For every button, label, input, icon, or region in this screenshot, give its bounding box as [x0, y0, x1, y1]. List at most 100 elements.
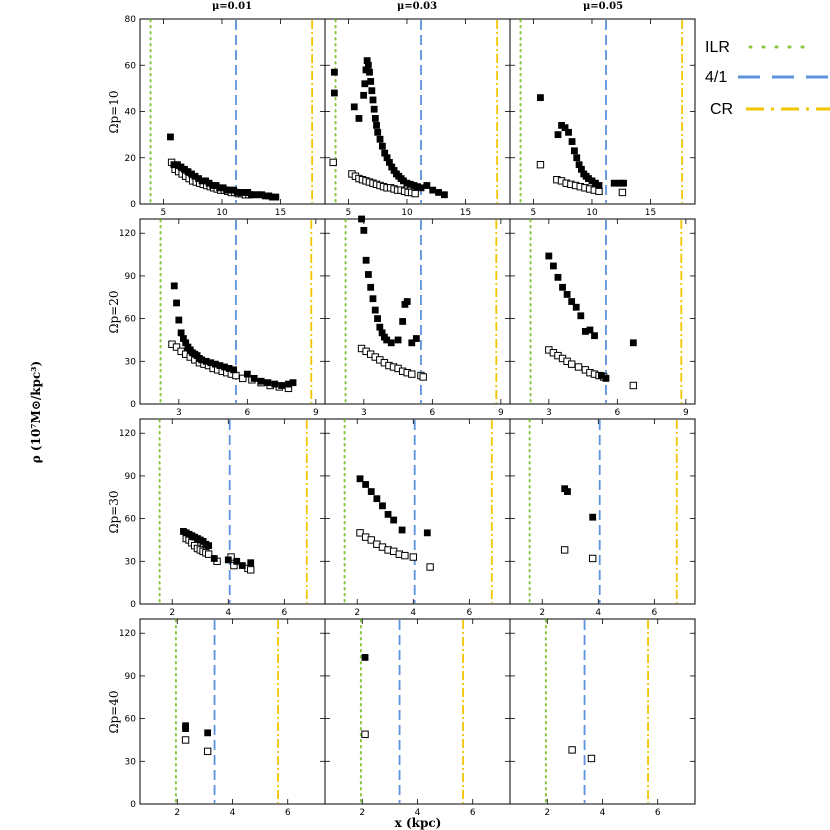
- filled-square-point: [198, 356, 206, 364]
- x-tick-label: 3: [176, 408, 182, 418]
- filled-square-point: [383, 336, 391, 344]
- y-tick-label: 30: [125, 757, 137, 767]
- filled-square-point: [170, 282, 178, 290]
- open-square-point: [574, 363, 583, 371]
- x-tick-label: 6: [244, 408, 250, 418]
- filled-square-point: [251, 191, 259, 199]
- filled-square-point: [378, 142, 386, 150]
- filled-square-point: [247, 559, 255, 567]
- x-tick-label: 4: [225, 608, 231, 618]
- open-square-point: [409, 553, 417, 561]
- filled-square-point: [367, 488, 375, 495]
- filled-square-point: [570, 147, 578, 155]
- filled-square-point: [195, 175, 202, 182]
- panel-frame: [324, 418, 511, 605]
- filled-square-point: [272, 193, 280, 201]
- x-tick-label: 4: [230, 808, 236, 818]
- column-title-mu-0-03: μ=0.03: [397, 1, 437, 12]
- x-tick-label: 4: [410, 608, 416, 618]
- y-tick-label: 0: [130, 800, 136, 810]
- filled-square-point: [219, 184, 227, 192]
- y-tick-label: 40: [125, 108, 137, 118]
- filled-square-point: [414, 183, 421, 191]
- filled-square-point: [207, 359, 215, 367]
- filled-square-point: [211, 360, 219, 368]
- x-tick-label: 4: [415, 808, 421, 818]
- open-square-point: [618, 188, 627, 197]
- y-tick-label: 90: [125, 272, 137, 282]
- row-labels: Ωp=10 Ωp=20 Ωp=30 Ωp=40: [107, 91, 121, 734]
- filled-square-point: [360, 226, 368, 234]
- filled-square-point: [268, 193, 276, 201]
- filled-square-point: [572, 303, 580, 311]
- x-tick-label: 9: [498, 408, 504, 418]
- panel-frame: [509, 418, 696, 605]
- filled-square-point: [360, 91, 368, 99]
- x-tick-label: 15: [645, 208, 656, 218]
- filled-square-point: [554, 273, 562, 281]
- filled-square-point: [224, 556, 232, 564]
- open-square-point: [204, 550, 213, 558]
- x-tick-label: 5: [531, 208, 537, 218]
- filled-square-point: [371, 306, 379, 314]
- filled-square-point: [374, 128, 382, 136]
- filled-square-point: [564, 488, 571, 495]
- open-square-point: [568, 746, 576, 754]
- x-tick-label: 10: [401, 208, 413, 218]
- x-tick-label: 9: [313, 408, 319, 418]
- legend-label-cr: CR: [710, 101, 733, 118]
- filled-square-point: [589, 513, 597, 521]
- filled-square-point: [390, 516, 398, 524]
- x-axis-title: x (kpc): [395, 816, 442, 830]
- filled-square-point: [230, 186, 238, 194]
- filled-square-point: [212, 182, 220, 189]
- y-tick-label: 30: [125, 357, 137, 367]
- filled-square-point: [559, 283, 566, 291]
- filled-square-point: [568, 298, 576, 305]
- filled-square-point: [597, 372, 605, 379]
- x-tick-label: 6: [655, 808, 661, 818]
- filled-square-point: [205, 542, 213, 550]
- filled-square-point: [398, 526, 406, 534]
- y-tick-label: 60: [125, 315, 137, 325]
- filled-square-point: [361, 80, 369, 88]
- y-tick-label: 0: [130, 200, 136, 210]
- filled-square-point: [620, 179, 627, 187]
- filled-square-point: [403, 298, 411, 305]
- filled-square-point: [202, 177, 209, 185]
- filled-square-point: [591, 332, 598, 340]
- column-title-mu-0-05: μ=0.05: [583, 1, 623, 12]
- filled-square-point: [264, 379, 272, 387]
- filled-square-point: [216, 362, 224, 369]
- legend-label-ilr: ILR: [705, 39, 730, 56]
- y-tick-label: 30: [125, 557, 137, 567]
- filled-square-point: [289, 379, 297, 387]
- panel-frame: [139, 18, 326, 205]
- filled-square-point: [394, 336, 402, 344]
- filled-square-point: [265, 192, 273, 200]
- y-axis-title: ρ (10⁷M⊙/kpc³): [29, 361, 43, 463]
- filled-square-point: [364, 271, 372, 278]
- filled-square-point: [400, 177, 407, 185]
- filled-square-point: [370, 105, 378, 113]
- filled-square-point: [167, 133, 174, 141]
- filled-square-point: [387, 339, 395, 347]
- filled-square-point: [407, 180, 414, 188]
- filled-square-point: [537, 94, 544, 102]
- filled-square-point: [247, 191, 255, 199]
- y-tick-label: 90: [125, 672, 137, 682]
- filled-square-point: [629, 339, 637, 347]
- filled-square-point: [592, 179, 599, 187]
- open-square-point: [356, 529, 364, 537]
- filled-square-point: [376, 135, 384, 143]
- filled-square-point: [383, 154, 391, 162]
- filled-square-point: [378, 329, 386, 337]
- x-tick-label: 4: [595, 608, 601, 618]
